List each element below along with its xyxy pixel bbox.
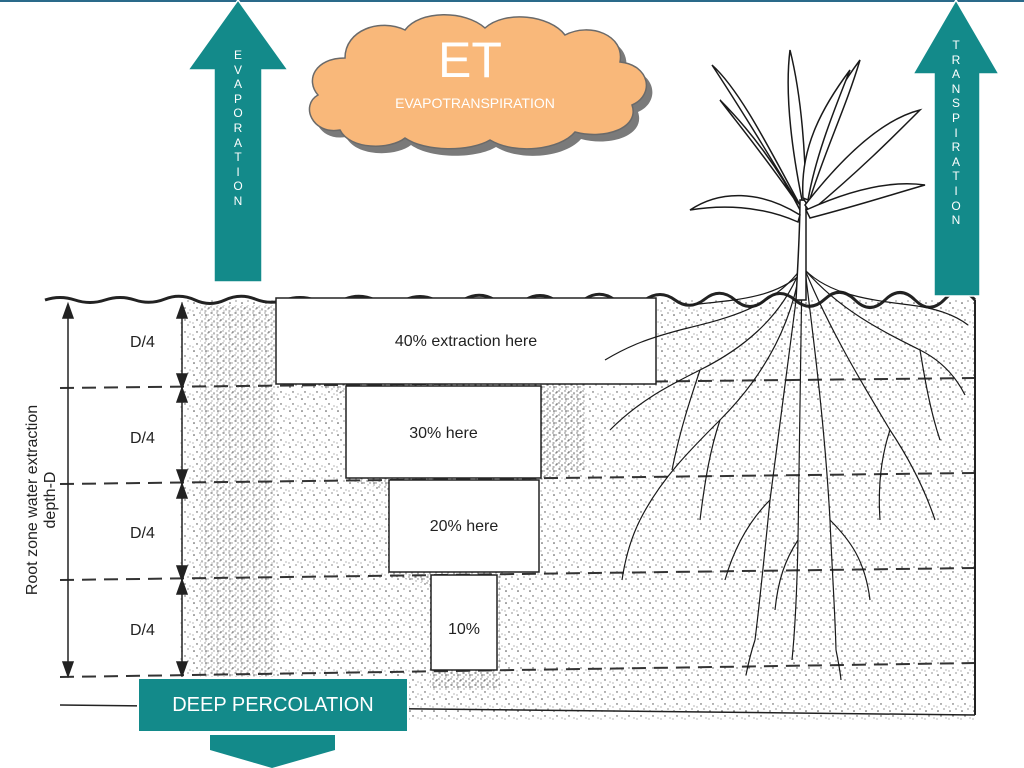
et-cloud xyxy=(308,14,653,156)
layer-depth-label-4: D/4 xyxy=(130,622,155,639)
evaporation-arrow-shape xyxy=(186,0,290,283)
et-subtitle: EVAPOTRANSPIRATION xyxy=(395,95,555,111)
transpiration-letter: N xyxy=(951,213,961,228)
q4-arrow-top xyxy=(175,577,189,595)
q2-arrow-top xyxy=(175,385,189,403)
q3-arrow-top xyxy=(175,481,189,499)
extraction-boxes xyxy=(275,297,657,671)
evaporation-letter: T xyxy=(234,150,242,165)
evaporation-letter: A xyxy=(233,77,242,92)
plant-shoot xyxy=(689,49,926,301)
soil-dense-left xyxy=(200,305,275,720)
evaporation-letter: O xyxy=(233,106,243,121)
extraction-box-3 xyxy=(388,479,540,573)
deep-percolation-arrowhead xyxy=(210,735,335,768)
evaporation-letter: E xyxy=(233,48,242,62)
transpiration-letter: P xyxy=(951,110,960,125)
evaporation-letter: V xyxy=(233,62,242,77)
q3-arrow-bottom xyxy=(175,565,189,583)
evaporation-letter: I xyxy=(236,164,240,179)
transpiration-letter: N xyxy=(951,81,961,96)
cloud-shape xyxy=(308,14,648,150)
evaporation-letter: R xyxy=(233,120,243,135)
evaporation-letter: P xyxy=(233,91,242,106)
q1-arrow-bottom xyxy=(175,373,189,391)
transpiration-arrow xyxy=(911,0,1001,297)
transpiration-letter: I xyxy=(954,125,958,140)
total-depth-arrowhead-bottom xyxy=(61,661,75,679)
transpiration-letter: S xyxy=(951,96,960,111)
q4-arrow-bottom xyxy=(175,661,189,679)
transpiration-letter: T xyxy=(952,38,960,52)
transpiration-arrow-shape xyxy=(911,0,1001,297)
transpiration-letter: I xyxy=(954,183,958,198)
layer-depth-label-1: D/4 xyxy=(130,334,155,351)
extraction-box-4 xyxy=(430,574,498,671)
extraction-box-1 xyxy=(275,297,657,385)
total-depth-arrowhead-top xyxy=(61,301,75,319)
root-zone-axis-label: Root zone water extraction depth-D xyxy=(24,404,59,596)
plant-roots xyxy=(604,269,969,681)
evaporation-letter: N xyxy=(233,193,243,208)
transpiration-letter: T xyxy=(952,169,960,184)
evaporation-arrow xyxy=(186,0,290,283)
evaporation-letter: O xyxy=(233,179,243,194)
deep-percolation-arrow xyxy=(210,735,335,768)
transpiration-letter: O xyxy=(951,198,961,213)
layer-depth-label-2: D/4 xyxy=(130,430,155,447)
q1-arrow-top xyxy=(175,301,189,319)
transpiration-letter: R xyxy=(951,140,961,155)
extraction-label-1: 40% extraction here xyxy=(394,333,538,350)
et-title: ET xyxy=(438,32,502,88)
transpiration-letter: A xyxy=(951,67,960,82)
q2-arrow-bottom xyxy=(175,469,189,487)
depth-dimension-arrows xyxy=(61,301,189,679)
extraction-label-4: 10% xyxy=(447,621,481,638)
top-border-line xyxy=(0,0,1024,2)
extraction-label-2: 30% here xyxy=(409,425,478,442)
deep-percolation-label: DEEP PERCOLATION xyxy=(137,677,409,733)
layer-depth-label-3: D/4 xyxy=(130,525,155,542)
transpiration-letter: A xyxy=(951,154,960,169)
evaporation-letter: A xyxy=(233,135,242,150)
transpiration-letter: R xyxy=(951,52,961,67)
extraction-box-2 xyxy=(345,385,542,479)
extraction-label-3: 20% here xyxy=(429,518,499,535)
